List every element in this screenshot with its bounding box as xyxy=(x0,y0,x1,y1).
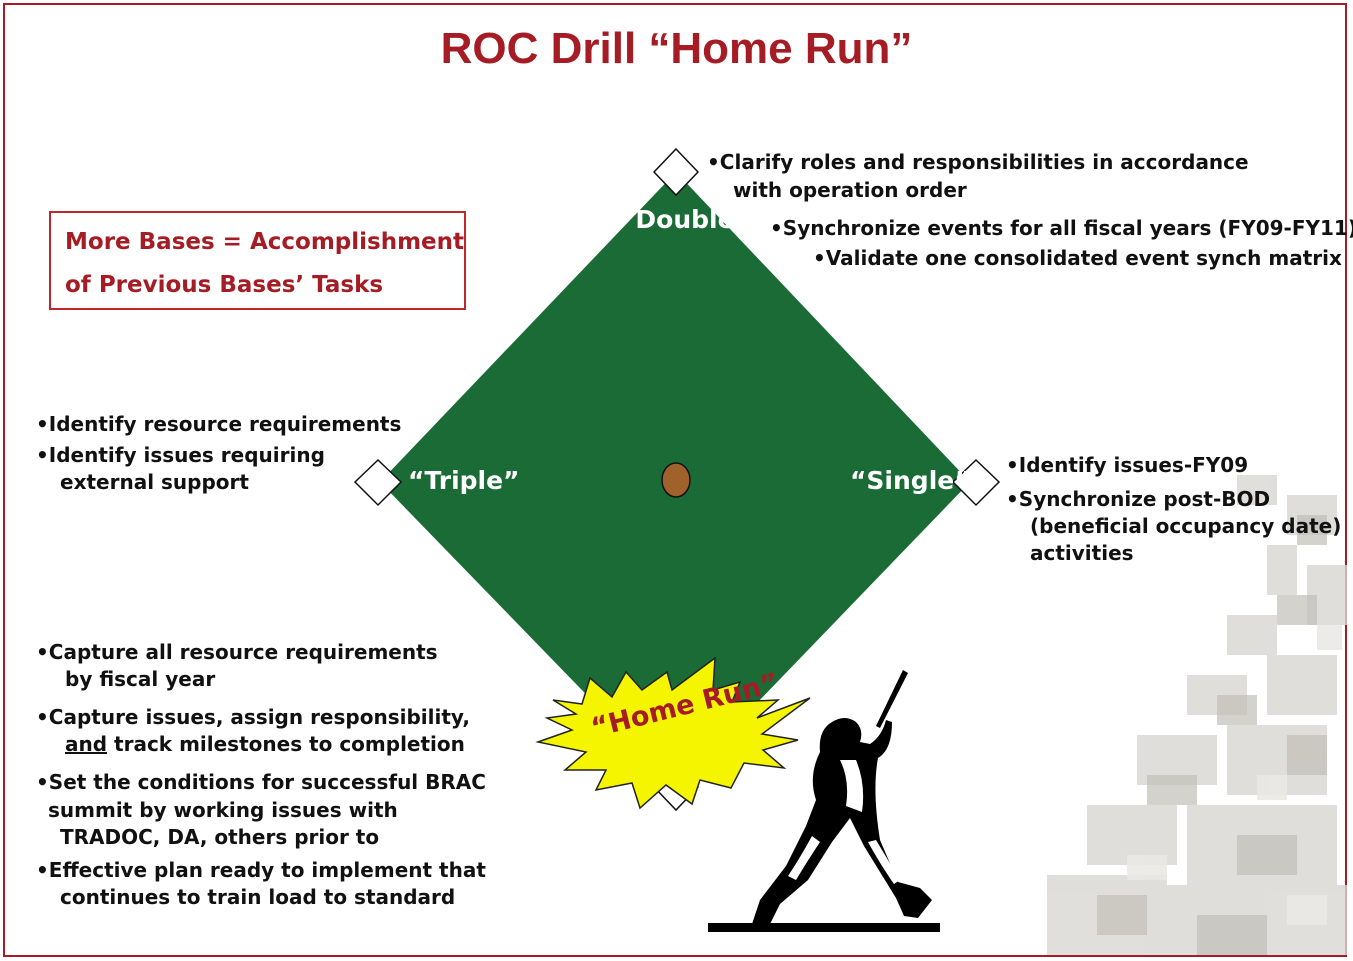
base-label-triple: “Triple” xyxy=(408,466,520,495)
home-note-4-rest: track milestones to completion xyxy=(107,732,465,756)
double-note-4: •Validate one consolidated event synch m… xyxy=(813,246,1342,270)
home-note-4: and track milestones to completion xyxy=(65,730,465,758)
starburst-icon xyxy=(535,656,811,810)
single-note-1: •Identify issues-FY09 xyxy=(1006,453,1249,477)
callout-line-1: More Bases = Accomplishment xyxy=(65,229,465,255)
triple-note-1: •Identify resource requirements xyxy=(36,412,402,436)
home-note-4-and: and xyxy=(65,732,108,756)
double-note-1: •Clarify roles and responsibilities in a… xyxy=(707,150,1249,174)
pitchers-mound-icon xyxy=(661,462,691,498)
slide-frame xyxy=(3,3,1347,957)
home-note-2: by fiscal year xyxy=(65,667,216,691)
home-note-8: •Effective plan ready to implement that xyxy=(36,858,486,882)
home-note-5: •Set the conditions for successful BRAC xyxy=(36,770,486,794)
base-label-single: “Single” xyxy=(850,466,971,495)
single-note-3: (beneficial occupancy date) xyxy=(1030,514,1342,538)
base-icon xyxy=(353,458,403,507)
base-label-double: “Double” xyxy=(619,205,752,234)
slide-title: ROC Drill “Home Run” xyxy=(440,24,913,73)
home-note-7: TRADOC, DA, others prior to xyxy=(60,825,380,849)
home-note-1: •Capture all resource requirements xyxy=(36,640,438,664)
callout-line-2: of Previous Bases’ Tasks xyxy=(65,272,384,298)
base-icon xyxy=(951,458,1001,507)
base-icon xyxy=(652,147,700,197)
double-note-2: with operation order xyxy=(733,178,967,202)
accomplishment-callout-box: More Bases = Accomplishment of Previous … xyxy=(49,211,466,310)
home-note-6: summit by working issues with xyxy=(48,798,398,822)
triple-note-2: •Identify issues requiring xyxy=(36,443,325,467)
single-note-4: activities xyxy=(1030,541,1134,565)
triple-note-3: external support xyxy=(60,470,249,494)
double-note-3: •Synchronize events for all fiscal years… xyxy=(770,216,1353,240)
home-note-9: continues to train load to standard xyxy=(60,885,456,909)
camo-pattern-decoration xyxy=(1047,475,1347,955)
home-note-3: •Capture issues, assign responsibility, xyxy=(36,705,470,729)
batter-silhouette-icon xyxy=(708,670,940,932)
single-note-2: •Synchronize post-BOD xyxy=(1006,487,1271,511)
